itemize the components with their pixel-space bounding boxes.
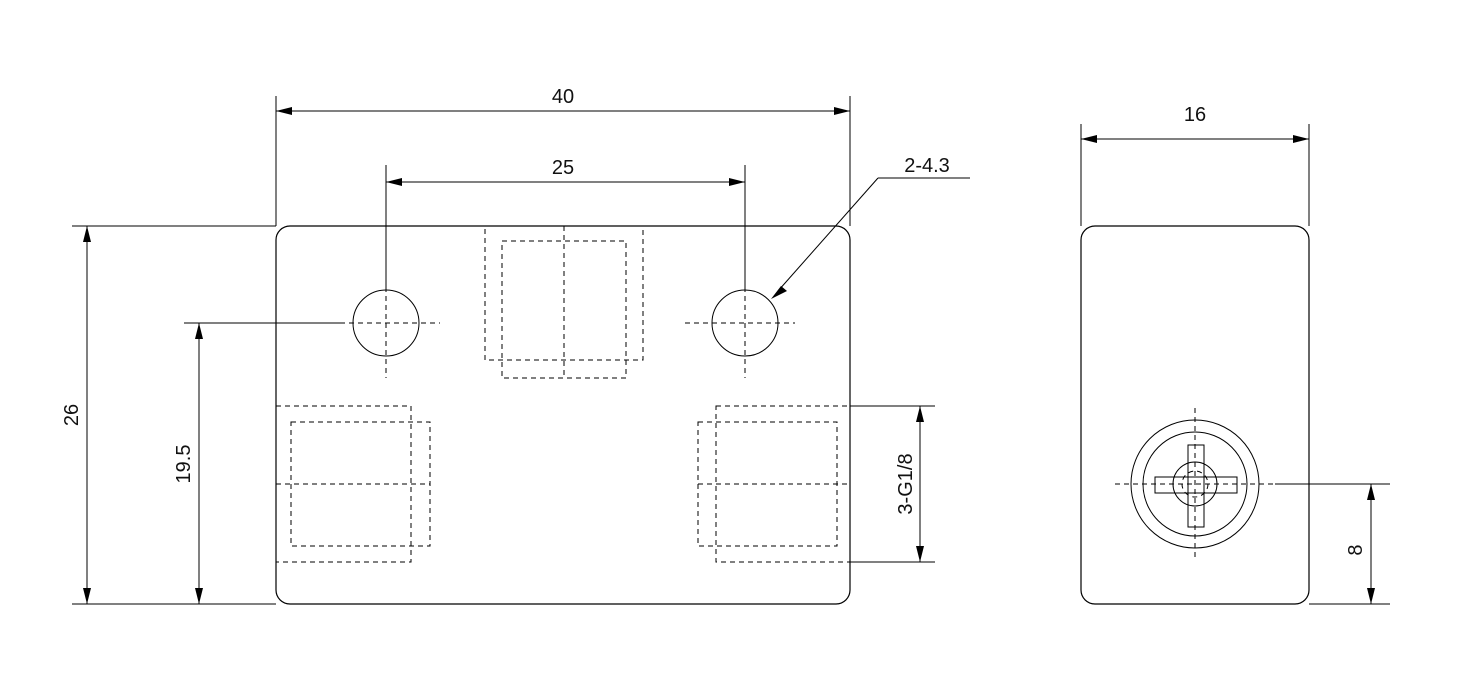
port-top-hidden <box>484 225 644 379</box>
side-view: 16 8 <box>1080 104 1390 605</box>
dim-port-size-label: 3-G1/8 <box>895 453 917 514</box>
hole-callout-leader: 2-4.3 <box>771 155 970 299</box>
dim-side-port-height-label: 8 <box>1345 544 1367 555</box>
dim-hole-spacing: 25 <box>385 157 746 290</box>
port-left-hidden <box>275 405 431 563</box>
dim-overall-width: 40 <box>275 86 851 226</box>
dim-port-size: 3-G1/8 <box>850 405 935 563</box>
hole-callout-label: 2-4.3 <box>904 155 950 177</box>
mounting-hole-left <box>340 278 440 378</box>
dim-hole-height: 19.5 <box>173 322 340 604</box>
front-view: 40 25 2-4.3 26 <box>61 86 970 605</box>
port-right-hidden <box>697 405 851 563</box>
dim-side-width: 16 <box>1080 104 1310 226</box>
dim-hole-height-label: 19.5 <box>173 445 195 484</box>
dim-side-port-height: 8 <box>1275 483 1390 605</box>
dim-overall-height: 26 <box>61 225 276 605</box>
dim-side-width-label: 16 <box>1184 104 1206 126</box>
dim-overall-height-label: 26 <box>61 404 83 426</box>
side-body-outline <box>1080 225 1310 605</box>
side-port-fitting <box>1115 408 1275 560</box>
front-body-outline <box>275 225 851 605</box>
dim-overall-width-label: 40 <box>552 86 574 108</box>
dim-hole-spacing-label: 25 <box>552 157 574 179</box>
